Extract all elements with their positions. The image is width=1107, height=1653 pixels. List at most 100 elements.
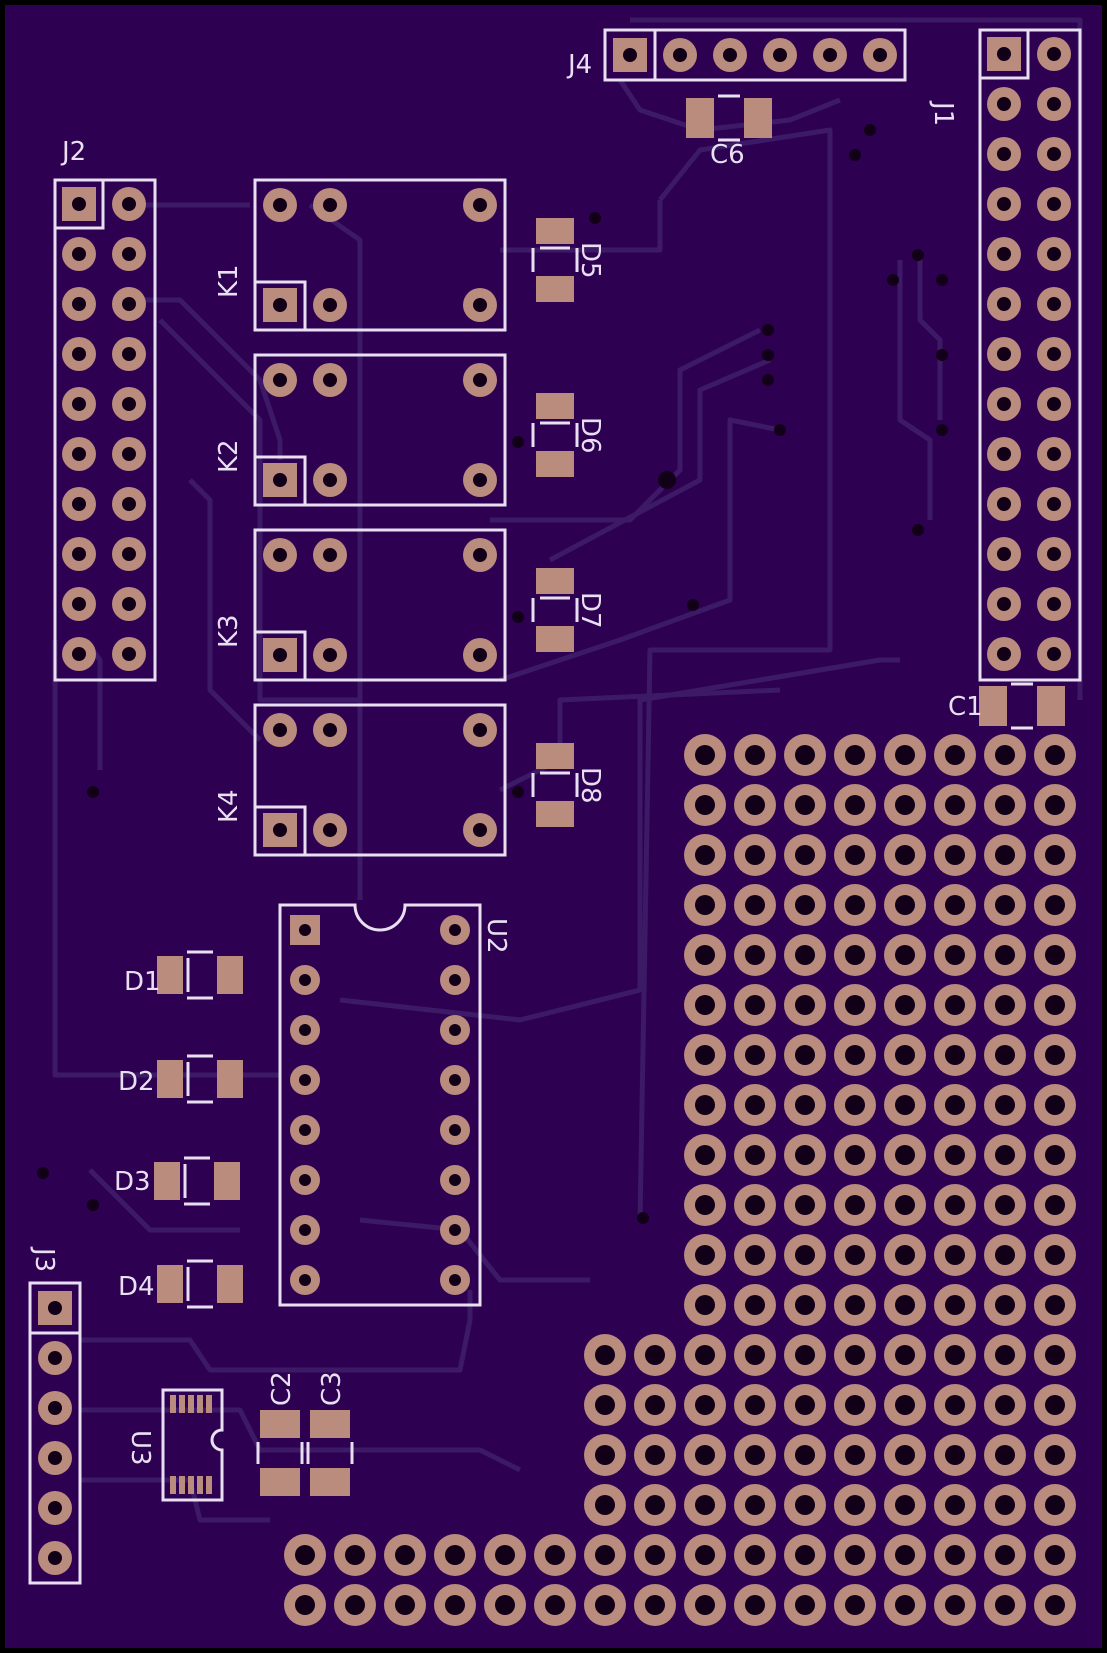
proto-pad-drill: [795, 1245, 815, 1265]
proto-pad-drill: [695, 1445, 715, 1465]
proto-pad-drill: [745, 1445, 765, 1465]
proto-pad-drill: [795, 1345, 815, 1365]
diode-d8: [531, 743, 579, 827]
u2-pad-drill: [299, 974, 311, 986]
j2-pad-drill: [122, 347, 136, 361]
proto-pad-drill: [845, 1195, 865, 1215]
proto-pad-drill: [745, 745, 765, 765]
proto-pad-drill: [1045, 995, 1065, 1015]
diode-d3: [154, 1156, 240, 1206]
j3-pad-drill: [48, 1401, 62, 1415]
relay-k1-pad-drill: [473, 298, 487, 312]
j1-pad-drill: [997, 547, 1011, 561]
j1-pad-drill: [997, 447, 1011, 461]
proto-pad-drill: [995, 795, 1015, 815]
proto-pad-drill: [795, 1395, 815, 1415]
proto-pad-drill: [945, 745, 965, 765]
proto-pad-drill: [745, 1595, 765, 1615]
proto-pad-drill: [795, 1595, 815, 1615]
proto-pad-drill: [845, 1495, 865, 1515]
u2-pad-drill: [299, 1124, 311, 1136]
relay-k1-pad-drill: [323, 298, 337, 312]
proto-pad-drill: [595, 1495, 615, 1515]
proto-pad-drill: [1045, 1345, 1065, 1365]
j4-pad-drill: [673, 48, 687, 62]
proto-pad-drill: [1045, 1195, 1065, 1215]
proto-pad-drill: [745, 1395, 765, 1415]
proto-pad-drill: [995, 845, 1015, 865]
u2-pad-drill: [299, 1074, 311, 1086]
label-d7: D7: [575, 592, 605, 629]
j2-pad-drill: [122, 297, 136, 311]
proto-pad-drill: [795, 995, 815, 1015]
proto-pad-drill: [945, 1445, 965, 1465]
proto-pad-drill: [945, 1495, 965, 1515]
capacitor-c3: [306, 1410, 354, 1496]
proto-pad-drill: [995, 745, 1015, 765]
proto-pad-drill: [295, 1545, 315, 1565]
relay-k1-pad-drill: [273, 198, 287, 212]
proto-pad-drill: [695, 1295, 715, 1315]
proto-pad-drill: [345, 1545, 365, 1565]
proto-pad-drill: [745, 1045, 765, 1065]
proto-pad-drill: [945, 995, 965, 1015]
proto-pad-drill: [945, 945, 965, 965]
proto-pad-drill: [845, 1395, 865, 1415]
u2-pad-drill: [449, 1274, 461, 1286]
proto-pad-drill: [695, 1145, 715, 1165]
proto-pad-drill: [995, 1495, 1015, 1515]
relay-k3-pad-drill: [323, 648, 337, 662]
label-u3: U3: [125, 1430, 155, 1466]
relay-k4-pad-drill: [323, 723, 337, 737]
j2-pad-drill: [72, 447, 86, 461]
j2-pad-drill: [122, 647, 136, 661]
proto-pad-drill: [795, 1095, 815, 1115]
proto-pad-drill: [795, 895, 815, 915]
j2-pad-drill: [122, 497, 136, 511]
proto-pad-drill: [895, 1245, 915, 1265]
proto-pad-drill: [1045, 745, 1065, 765]
relay-k3-pad-drill: [323, 548, 337, 562]
u2-pad-drill: [449, 1124, 461, 1136]
proto-pad-drill: [395, 1595, 415, 1615]
proto-pad-drill: [845, 1245, 865, 1265]
label-j4: J4: [566, 50, 592, 80]
j3-pad-drill: [48, 1501, 62, 1515]
relay-k3-pad-drill: [473, 648, 487, 662]
proto-pad-drill: [795, 745, 815, 765]
relay-k2-pad-drill: [273, 473, 287, 487]
j2-pad-drill: [72, 497, 86, 511]
proto-pad-drill: [995, 1295, 1015, 1315]
j1-pad-drill: [1047, 247, 1061, 261]
proto-pad-drill: [1045, 795, 1065, 815]
proto-pad-drill: [995, 1595, 1015, 1615]
j1-pad-drill: [1047, 197, 1061, 211]
j2-pad-drill: [122, 597, 136, 611]
capacitor-c6: [686, 94, 772, 142]
j2-pad-drill: [122, 447, 136, 461]
u3-outline: [161, 1388, 224, 1502]
j4-pad-drill: [723, 48, 737, 62]
j1-pad-drill: [997, 197, 1011, 211]
proto-pad-drill: [695, 1345, 715, 1365]
proto-pad-drill: [995, 1195, 1015, 1215]
proto-pad-drill: [895, 1295, 915, 1315]
relay-k2-pad-drill: [473, 473, 487, 487]
diode-d4: [157, 1259, 243, 1309]
j1-pad-drill: [1047, 547, 1061, 561]
proto-pad-drill: [895, 1145, 915, 1165]
proto-pad-drill: [745, 795, 765, 815]
proto-pad-drill: [895, 1545, 915, 1565]
proto-pad-drill: [845, 1595, 865, 1615]
proto-pad-drill: [795, 1145, 815, 1165]
proto-pad-drill: [1045, 1095, 1065, 1115]
relay-k3-pad-drill: [273, 648, 287, 662]
j1-pad-drill: [997, 47, 1011, 61]
proto-pad-drill: [645, 1395, 665, 1415]
proto-pad-drill: [895, 1095, 915, 1115]
proto-pad-drill: [895, 1345, 915, 1365]
j1-pad-drill: [1047, 347, 1061, 361]
relay-k4-pad-drill: [273, 823, 287, 837]
proto-pad-drill: [745, 1545, 765, 1565]
proto-pad-drill: [1045, 1245, 1065, 1265]
